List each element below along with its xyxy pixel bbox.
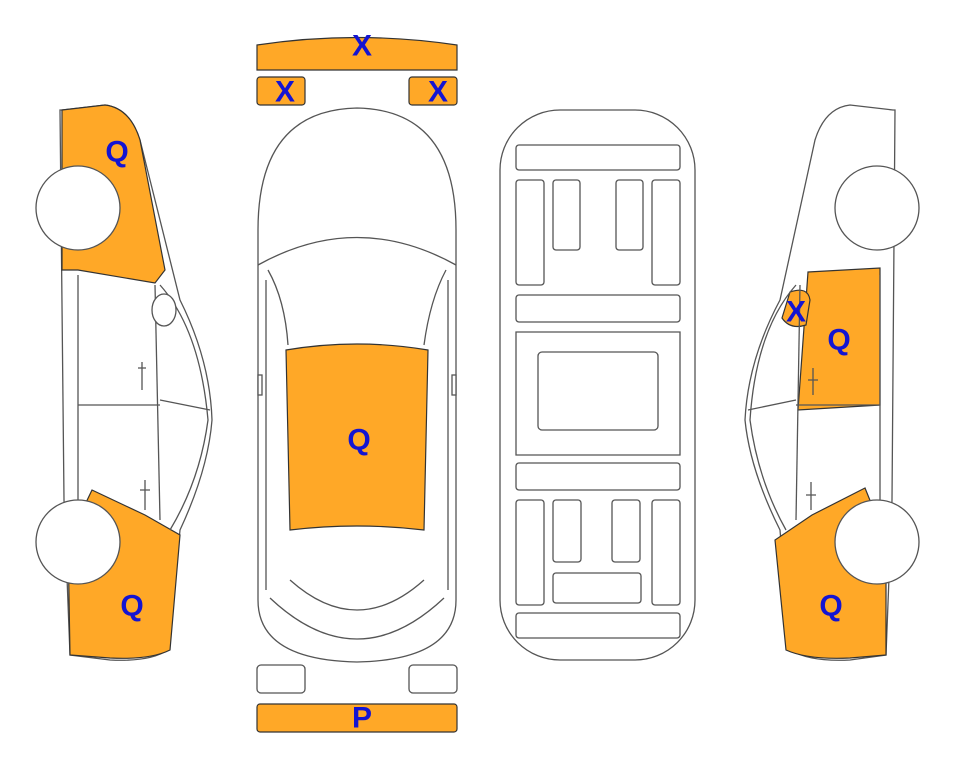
- right-rear-handle: [806, 482, 816, 510]
- right-side-window-line: [749, 284, 797, 531]
- rear-bumper-code: P: [352, 702, 372, 735]
- front-left-lamp-panel: [256, 76, 306, 106]
- top-windshield-right: [423, 269, 447, 346]
- left-rear-wheel: [35, 499, 121, 585]
- top-trunk-line: [269, 597, 445, 640]
- left-side-pillar-line: [159, 399, 211, 411]
- interior-view: [499, 109, 696, 661]
- front-left-seat-inner: [552, 179, 581, 251]
- top-left-mirror: [257, 374, 263, 396]
- left-side-view: [35, 104, 213, 661]
- front-bumper-panel: [256, 36, 458, 71]
- front-right-seat-inner: [615, 179, 644, 251]
- top-right-mirror: [451, 374, 457, 396]
- interior-console: [537, 351, 659, 431]
- left-front-wheel: [35, 165, 121, 251]
- rear-left-seat-inner: [552, 499, 582, 563]
- roof-panel: [285, 343, 429, 531]
- damage-labels: X X X Q Q Q Q X Q P: [105, 30, 850, 735]
- interior-divider-2: [515, 462, 681, 491]
- interior-rear-shelf: [515, 612, 681, 639]
- rear-right-lamp: [408, 664, 458, 694]
- left-rear-quarter-code: Q: [120, 590, 143, 623]
- rear-left-lamp: [256, 664, 306, 694]
- top-hood-line: [257, 236, 457, 266]
- right-front-handle: [808, 368, 818, 395]
- interior-divider-1: [515, 294, 681, 323]
- left-side-mirror: [151, 293, 177, 327]
- left-front-handle: [138, 362, 146, 390]
- top-rear-window: [289, 579, 425, 611]
- left-front-fender-code: Q: [105, 136, 128, 169]
- front-left-seat-outer: [515, 179, 545, 286]
- interior-dash: [515, 144, 681, 171]
- front-left-lamp-code: X: [275, 76, 295, 109]
- rear-bumper-panel: [256, 703, 458, 733]
- right-rear-wheel: [834, 499, 920, 585]
- left-side-door-line-2: [154, 284, 161, 521]
- right-rear-quarter-code: Q: [819, 590, 842, 623]
- right-mirror-code: X: [786, 296, 806, 329]
- top-windshield-left: [267, 269, 289, 346]
- front-bumper-code: X: [352, 30, 372, 63]
- rear-bench: [552, 572, 642, 604]
- right-side-door-line-2: [795, 284, 801, 521]
- right-door-code: Q: [827, 324, 850, 357]
- right-side-view: [744, 104, 920, 661]
- rear-right-seat-inner: [611, 499, 641, 563]
- rear-left-seat-outer: [515, 499, 545, 606]
- right-side-pillar-line: [747, 399, 797, 411]
- roof-code: Q: [347, 424, 370, 457]
- left-side-window-line: [159, 284, 209, 531]
- top-view: [256, 36, 458, 733]
- rear-right-seat-outer: [651, 499, 681, 606]
- right-front-wheel: [834, 165, 920, 251]
- front-right-lamp-code: X: [428, 76, 448, 109]
- left-rear-handle: [140, 480, 150, 510]
- front-right-lamp-panel: [408, 76, 458, 106]
- front-right-seat-outer: [651, 179, 681, 286]
